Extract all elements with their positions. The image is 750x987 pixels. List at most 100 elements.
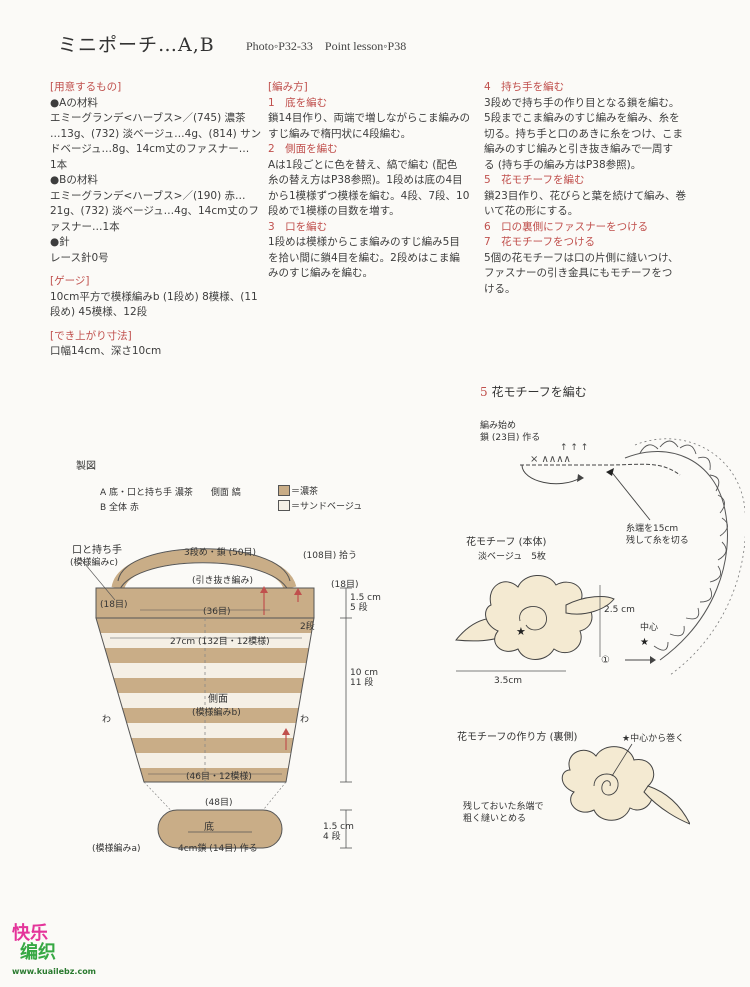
materials-line: 1本	[50, 158, 68, 171]
materials-line: ドベージュ…8g、14cm丈のファスナー…	[50, 143, 250, 155]
flower-crochet-chart: × ∧∧∧∧ ↑ ↑ ↑ ★	[520, 438, 745, 676]
materials-line: エミーグランデ<ハーブス>／(190) 赤…	[50, 189, 246, 202]
method-step: 3 口を編む	[268, 220, 328, 233]
materials-line: ●針	[50, 236, 70, 248]
page-title: ミニポーチ…A,B	[58, 34, 215, 56]
materials-line: ●Aの材料	[50, 96, 98, 109]
method-step: 5 花モチーフを編む	[484, 174, 585, 186]
base-chain-label: 4cm鎖 (14目) 作る	[178, 844, 258, 854]
method-section-continued: 4 持ち手を編む 3段めで持ち手の作り目となる鎖を編む。 5段までこま編みのすじ…	[484, 80, 696, 297]
materials-heading: [用意するもの]	[50, 81, 122, 93]
roll-note: ★中心から巻く	[622, 734, 685, 744]
method-step: 2 側面を編む	[268, 143, 338, 155]
center-label: 中心	[640, 623, 659, 633]
method-line: を拾い間に鎖4目を編む。2段めはこま編	[268, 251, 460, 264]
materials-line: エミーグランデ<ハーブス>／(745) 濃茶	[50, 112, 246, 124]
slip-stitch-label: (引き抜き編み)	[192, 576, 254, 586]
materials-line: ァスナー…1本	[50, 220, 120, 233]
materials-line: レース針0号	[50, 251, 109, 264]
section-title: 花モチーフを編む	[491, 385, 587, 399]
gauge-heading: [ゲージ]	[50, 275, 90, 287]
materials-section: [用意するもの] ●Aの材料 エミーグランデ<ハーブス>／(745) 濃茶 …1…	[50, 80, 262, 360]
sew-note-2: 粗く縫いとめる	[463, 814, 527, 824]
svg-text:↑ ↑ ↑: ↑ ↑ ↑	[560, 443, 588, 453]
method-step: 4 持ち手を編む	[484, 81, 565, 93]
pick-up-label: (108目) 拾う	[303, 551, 358, 561]
rows-label: 2段	[300, 622, 315, 632]
method-step: 7 花モチーフをつける	[484, 236, 596, 248]
wa-left: わ	[102, 715, 112, 725]
method-line: いて花の形にする。	[484, 205, 579, 217]
method-line: 3段めで持ち手の作り目となる鎖を編む。	[484, 96, 680, 109]
materials-line: ●Bの材料	[50, 174, 98, 186]
method-line: 編みのすじ編みと引き抜き編みで一周す	[484, 143, 673, 155]
legend-light-label: ＝サンドベージュ	[291, 502, 363, 512]
bottom-pattern-label: (46目・12模様)	[186, 772, 252, 782]
photo-reference: Photo◦P32-33 Point lesson◦P38	[246, 39, 407, 53]
stitch-count-left: (18目)	[100, 600, 128, 610]
stitch-count-36: (36目)	[203, 607, 231, 617]
gauge-line: 10cm平方で模様編みb (1段め) 8模様、(11	[50, 290, 258, 303]
side-label: 側面	[208, 694, 228, 705]
stitch-count-right: (18目)	[331, 580, 359, 590]
side-stripes	[96, 618, 314, 782]
handle-band	[111, 549, 297, 591]
method-line: 鎖23目作り、花びらと葉を続けて編み、巻	[484, 189, 686, 202]
size-heading: [でき上がり寸法]	[50, 329, 132, 342]
chain-label: 3段め・鎖 (50目)	[184, 548, 257, 558]
svg-text:★: ★	[516, 625, 526, 638]
thread-note-1: 糸端を15cm	[626, 524, 679, 534]
method-step: 1 底を編む	[268, 96, 328, 109]
side-pattern-label: (模様編みb)	[192, 708, 241, 718]
section-number: 5	[480, 385, 488, 399]
flower-back-drawing	[561, 743, 690, 825]
motif-title: 花モチーフ (本体)	[466, 537, 547, 548]
legend-light-swatch	[278, 500, 290, 511]
base-oval	[157, 809, 283, 849]
legend-b: B 全体 赤	[100, 503, 139, 513]
method-line: 5個の花モチーフは口の片側に縫いつけ、	[484, 251, 679, 264]
base-pattern-label: (模様編みa)	[92, 844, 141, 854]
motif-color: 淡ベージュ 5枚	[478, 552, 546, 562]
method-line: 切る。持ち手と口のあきに糸をつけ、こま	[484, 127, 683, 140]
handle-title: 口と持ち手	[72, 545, 122, 556]
flower-section-heading: 5 花モチーフを編む	[480, 383, 587, 400]
diagram-heading: 製図	[76, 461, 96, 472]
motif-width: 3.5cm	[494, 676, 523, 686]
method-line: 段めで1模様の目数を増す。	[268, 205, 400, 217]
method-section: [編み方] 1 底を編む 鎖14目作り、両端で増しながらこま編みの すじ編みで楕…	[268, 80, 473, 282]
method-line: 1段めは模様からこま編みのすじ編み5目	[268, 236, 460, 248]
method-line: みのすじ編みを編む。	[268, 267, 373, 279]
thread-note-2: 残して糸を切る	[626, 536, 689, 546]
method-heading: [編み方]	[268, 81, 308, 93]
start-label: 編み始め	[480, 421, 517, 431]
method-line: 5段までこま編みのすじ編みを編み、糸を	[484, 112, 680, 124]
motif-height: 2.5 cm	[604, 605, 635, 615]
method-line: すじ編みで楕円状に4段編む。	[268, 127, 412, 140]
svg-text:× ∧∧∧∧: × ∧∧∧∧	[530, 454, 571, 465]
method-line: ける。	[484, 282, 516, 295]
wa-right: わ	[300, 715, 310, 725]
pouch-schematic	[79, 548, 352, 849]
method-title: 花モチーフの作り方 (裏側)	[457, 732, 578, 743]
method-line: る (持ち手の編み方はP38参照)。	[484, 158, 642, 171]
materials-line: …13g、(732) 淡ベージュ…4g、(814) サン	[50, 127, 262, 140]
base-stitch-count: (48目)	[205, 798, 233, 808]
legend-dark-swatch	[278, 485, 290, 496]
materials-line: 21g、(732) 淡ベージュ…4g、14cm丈のフ	[50, 205, 259, 217]
watermark-logo: 快乐 编织 www.kuailebz.com	[12, 923, 97, 976]
base-label: 底	[204, 822, 214, 833]
method-line: ファスナーの引き金具にもモチーフをつ	[484, 267, 673, 279]
legend-a: A 底・口と持ち手 濃茶 側面 縞	[100, 488, 241, 498]
sew-note-1: 残しておいた糸端で	[463, 802, 544, 812]
circled-one: ①	[601, 655, 610, 666]
width-label: 27cm (132目・12模様)	[170, 637, 270, 647]
method-line: から1模様ずつ模様を編む。4段、7段、10	[268, 189, 470, 202]
size-line: 口幅14cm、深さ10cm	[50, 345, 162, 357]
legend-dark-label: ＝濃茶	[291, 487, 319, 497]
handle-subtitle: (模様編みc)	[70, 558, 118, 568]
method-line: 鎖14目作り、両端で増しながらこま編みの	[268, 112, 470, 124]
method-line: Aは1段ごとに色を替え、縞で編む (配色	[268, 158, 458, 171]
